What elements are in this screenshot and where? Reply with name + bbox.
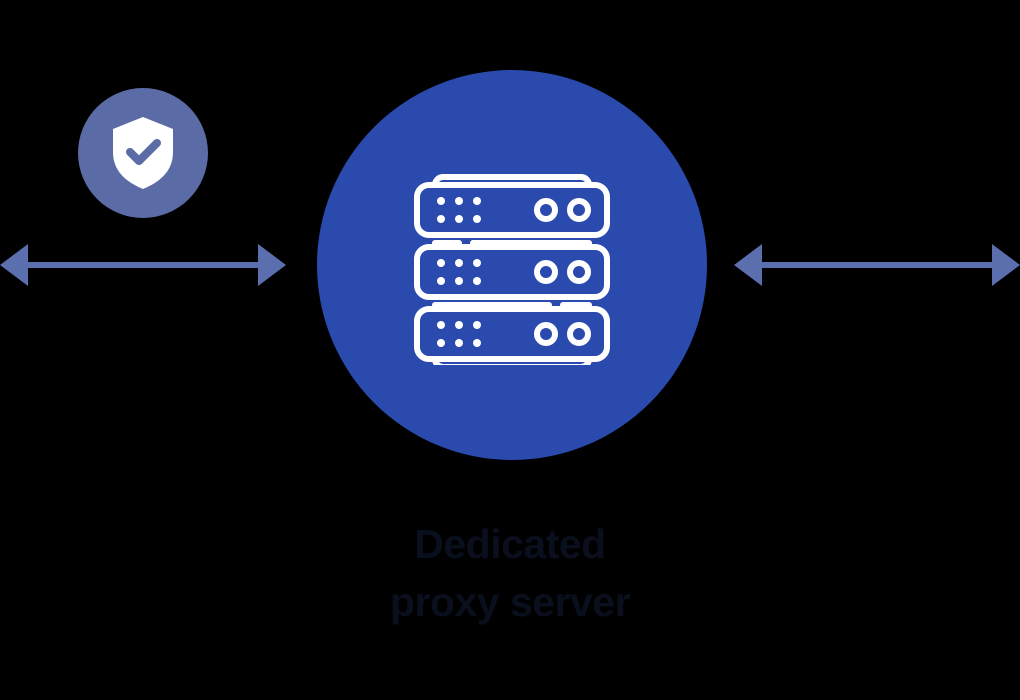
right-arrow-icon: [734, 244, 1020, 286]
node-caption: Dedicated proxy server: [0, 515, 1020, 631]
server-rack-icon: [414, 174, 610, 365]
caption-line-1: Dedicated: [414, 521, 606, 567]
shield-check-icon: [113, 117, 173, 189]
caption-line-2: proxy server: [389, 579, 631, 625]
server-indicator-dots: [437, 197, 481, 347]
left-connector-arrow: [0, 238, 286, 292]
right-connector-arrow: [734, 238, 1020, 292]
proxy-server-node: [317, 70, 707, 460]
server-port-rings: [534, 198, 591, 346]
security-shield-badge: [78, 88, 208, 218]
left-arrow-icon: [0, 244, 286, 286]
